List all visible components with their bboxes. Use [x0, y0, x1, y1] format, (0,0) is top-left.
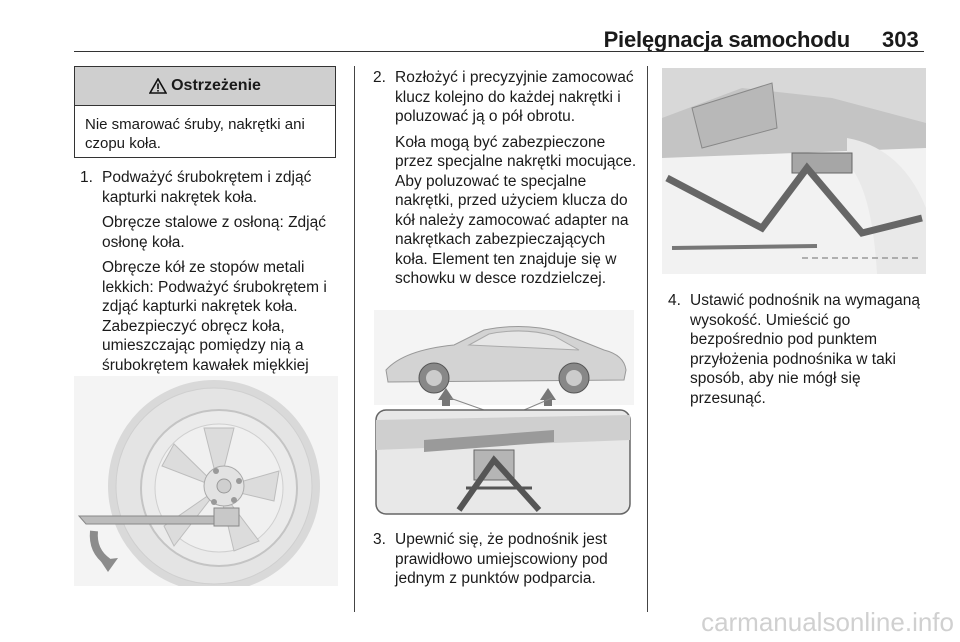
warning-title: Ostrzeżenie: [171, 77, 261, 94]
column-divider-2: [647, 66, 648, 612]
header-divider: [74, 51, 924, 52]
step-paragraph: Ustawić podnośnik na wymaganą wysokość. …: [690, 292, 921, 407]
wheel-illustration: [74, 376, 338, 586]
warning-header: Ostrzeżenie: [75, 67, 335, 106]
warning-box: Ostrzeżenie Nie smarować śruby, nakrętki…: [74, 66, 336, 158]
step-3: 3. Upewnić się, że podnośnik jest prawid…: [373, 530, 637, 589]
step-paragraph: Obręcze kół ze stopów metali lekkich: Po…: [102, 259, 327, 393]
warning-text: Nie smarować śruby, nakrętki ani czopu k…: [85, 116, 305, 152]
step-paragraph: Upewnić się, że podnośnik jest prawidłow…: [395, 531, 608, 587]
warning-triangle-icon: [149, 78, 168, 94]
jack-position-illustration: [662, 68, 926, 274]
step-paragraph: Obręcze stalowe z osłoną: Zdjąć osłonę k…: [102, 214, 326, 251]
step-number: 3.: [373, 531, 386, 548]
car-jack-points-illustration: [374, 310, 634, 518]
step-4: 4. Ustawić podnośnik na wymaganą wysokoś…: [668, 291, 930, 408]
step-paragraph: Koła mogą być zabezpieczone przez specja…: [395, 133, 637, 288]
step-2: 2. Rozłożyć i precyzyjnie zamocować kluc…: [373, 68, 637, 289]
column-divider-1: [354, 66, 355, 612]
step-paragraph: Rozłożyć i precyzyjnie zamocować klucz k…: [395, 69, 634, 125]
step-number: 4.: [668, 292, 681, 309]
page-number: 303: [882, 27, 919, 52]
step-1: 1. Podważyć śrubokrętem i zdjąć kapturki…: [80, 168, 342, 395]
step-number: 1.: [80, 169, 93, 186]
watermark: carmanualsonline.info: [701, 607, 954, 637]
step-number: 2.: [373, 69, 386, 86]
step-paragraph: Podważyć śrubokrętem i zdjąć kapturki na…: [102, 169, 312, 206]
page-title: Pielęgnacja samochodu: [603, 27, 851, 52]
